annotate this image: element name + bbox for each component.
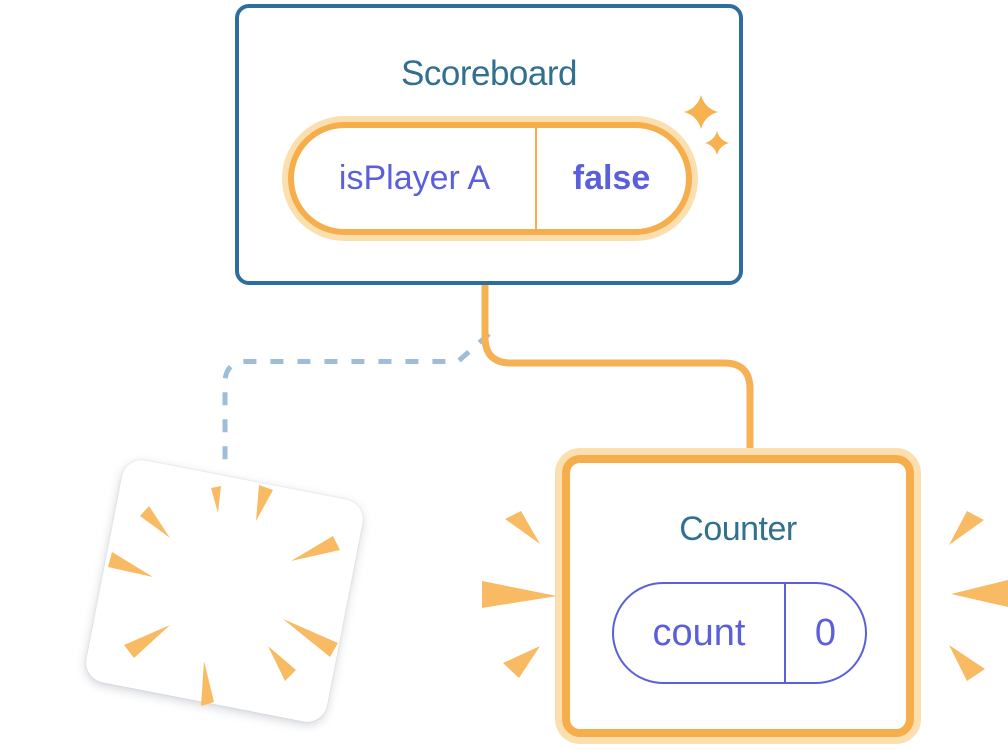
state-value-label: 0	[814, 611, 837, 654]
counter-state-pill: count 0	[612, 582, 867, 684]
solid-connector-to-counter	[481, 283, 754, 455]
pill-divider	[535, 128, 537, 229]
destroyed-component-card	[82, 456, 367, 726]
state-value-label: false	[572, 159, 651, 197]
state-name-label: isPlayer A	[338, 159, 491, 197]
dashed-connector-to-removed-component	[222, 332, 491, 466]
scoreboard-title: Scoreboard	[401, 54, 577, 93]
scoreboard-component-card: Scoreboard isPlayer A false	[235, 4, 743, 285]
scoreboard-state-pill: isPlayer A false	[288, 122, 692, 235]
counter-component-card: Counter count 0	[562, 455, 914, 737]
counter-title: Counter	[679, 510, 797, 548]
pill-divider	[784, 584, 786, 682]
state-name-label: count	[652, 611, 746, 654]
